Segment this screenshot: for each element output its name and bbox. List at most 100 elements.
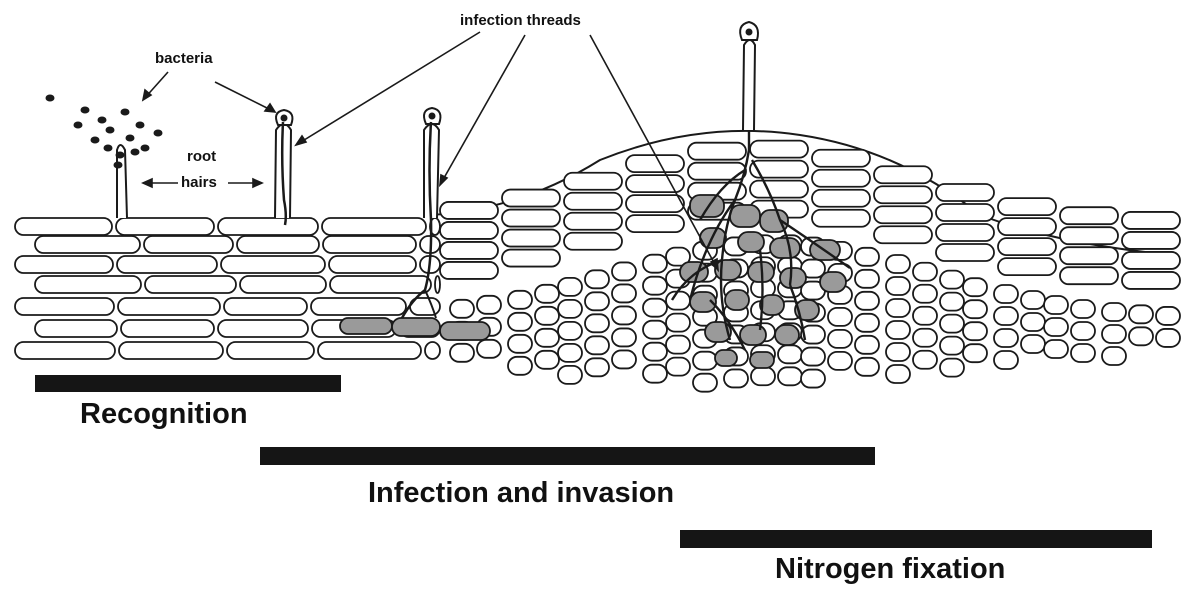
epidermal-cell xyxy=(218,218,318,235)
epidermal-cell xyxy=(221,256,325,273)
epidermal-cell xyxy=(322,218,426,235)
epidermal-cell xyxy=(144,236,233,253)
inner-cell xyxy=(643,299,667,317)
infected-cell xyxy=(775,325,799,345)
epidermal-cell xyxy=(330,276,431,293)
epidermal-cell xyxy=(15,218,112,235)
cortex-cell xyxy=(874,226,932,243)
bacterium xyxy=(98,117,107,124)
epidermal-cell xyxy=(35,276,141,293)
inner-cell xyxy=(666,292,690,310)
inner-cell xyxy=(963,322,987,340)
inner-cell xyxy=(828,352,852,370)
inner-cell xyxy=(886,365,910,383)
inner-cell xyxy=(1102,325,1126,343)
inner-cell xyxy=(855,358,879,376)
epidermal-cell xyxy=(116,218,214,235)
cortex-cell xyxy=(626,195,684,212)
inner-cell xyxy=(801,370,825,388)
inner-cell xyxy=(612,328,636,346)
inner-cell xyxy=(535,329,559,347)
inner-cell xyxy=(558,366,582,384)
bacteria-label: bacteria xyxy=(155,50,213,67)
cortex-cell xyxy=(440,202,498,219)
infected-cell xyxy=(770,238,800,258)
cortex-cell xyxy=(502,210,560,227)
inner-cell xyxy=(1044,296,1068,314)
cortex-cell xyxy=(998,258,1056,275)
cortex-cell xyxy=(502,190,560,207)
inner-cell xyxy=(886,299,910,317)
inner-cell xyxy=(666,358,690,376)
inner-cell xyxy=(913,307,937,325)
cortex-cell xyxy=(1060,267,1118,284)
inner-cell xyxy=(693,352,717,370)
cortex-cell xyxy=(874,166,932,183)
infected-cell xyxy=(680,262,708,282)
cortex-cell xyxy=(502,230,560,247)
root-hair-4 xyxy=(740,22,758,130)
nitrogen-fixation-label: Nitrogen fixation xyxy=(775,553,1005,586)
epidermal-cell xyxy=(218,320,308,337)
inner-cell xyxy=(1102,347,1126,365)
cortex-cell xyxy=(440,242,498,259)
inner-cell xyxy=(666,336,690,354)
inner-cell xyxy=(963,344,987,362)
inner-cell xyxy=(508,291,532,309)
cortex-cell xyxy=(936,184,994,201)
bacterium xyxy=(46,95,55,102)
bacterium xyxy=(154,130,163,137)
epidermal-cell xyxy=(35,320,117,337)
epidermal-cell xyxy=(323,236,416,253)
epidermal-cell xyxy=(35,236,140,253)
cortex-cell xyxy=(440,262,498,279)
inner-cell xyxy=(450,300,474,318)
recognition-bar xyxy=(35,375,341,392)
bacterium xyxy=(126,135,135,142)
inner-cell xyxy=(828,308,852,326)
infected-cell xyxy=(730,205,760,227)
inner-cell xyxy=(940,293,964,311)
cortex-cell xyxy=(750,141,808,158)
infection-invasion-bar xyxy=(260,447,875,465)
nitrogen-fixation-bar xyxy=(680,530,1152,548)
cortex-cell xyxy=(626,155,684,172)
inner-cell xyxy=(886,255,910,273)
infected-cell xyxy=(440,322,490,340)
cortex-cell xyxy=(812,170,870,187)
inner-cell xyxy=(1156,329,1180,347)
cortex-cell xyxy=(936,204,994,221)
epidermal-cell xyxy=(240,276,326,293)
bacterium xyxy=(74,122,83,129)
cortex-cell xyxy=(688,163,746,180)
inner-cell xyxy=(585,336,609,354)
inner-cell xyxy=(643,343,667,361)
bacterium xyxy=(91,137,100,144)
cortex-cell xyxy=(564,233,622,250)
inner-cell xyxy=(643,277,667,295)
inner-cell xyxy=(477,340,501,358)
inner-cell xyxy=(940,359,964,377)
root-hair-2 xyxy=(275,110,292,225)
infection-threads-label: infection threads xyxy=(460,12,581,29)
root-label: root xyxy=(187,148,216,165)
inner-cell xyxy=(612,306,636,324)
bacterium xyxy=(114,162,123,169)
cortex-cell xyxy=(1060,247,1118,264)
epidermal-cell xyxy=(329,256,416,273)
inner-cell xyxy=(913,351,937,369)
epidermal-cell xyxy=(15,256,113,273)
bacterium xyxy=(121,109,130,116)
epidermal-cell xyxy=(119,342,223,359)
inner-cell xyxy=(535,285,559,303)
epidermal-cell xyxy=(318,342,421,359)
cortex-cell xyxy=(750,161,808,178)
bacterium xyxy=(131,149,140,156)
inner-cell xyxy=(643,255,667,273)
cortex-cell xyxy=(564,193,622,210)
inner-cell xyxy=(1021,291,1045,309)
cortex-cell xyxy=(750,181,808,198)
inner-cell xyxy=(751,367,775,385)
inner-cell xyxy=(886,277,910,295)
inner-cell xyxy=(778,367,802,385)
